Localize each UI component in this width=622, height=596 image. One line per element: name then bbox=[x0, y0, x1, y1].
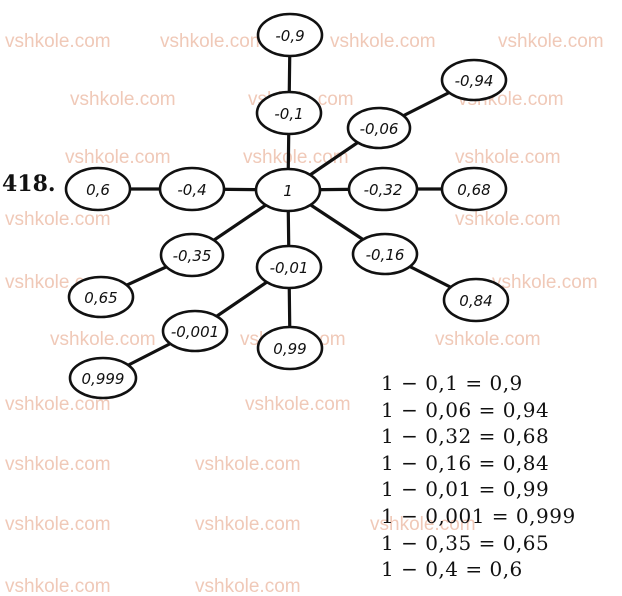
equation-line: 1 − 0,06 = 0,94 bbox=[381, 397, 550, 422]
node-up-right-result-shape bbox=[440, 58, 508, 102]
node-down-left-a-subtract-shape bbox=[161, 309, 229, 353]
node-down-left-result-label: 0,65 bbox=[84, 289, 117, 307]
node-up-result-shape bbox=[256, 12, 324, 58]
node-down-result: 0,99 bbox=[256, 325, 324, 371]
watermark-text: vshkole.com bbox=[5, 514, 111, 535]
watermark-text: vshkole.com bbox=[65, 147, 171, 168]
equation-line: 1 − 0,001 = 0,999 bbox=[381, 503, 576, 528]
node-left-subtract-shape bbox=[158, 166, 226, 212]
watermark-text: vshkole.com bbox=[498, 31, 604, 52]
watermark-text: vshkole.com bbox=[195, 454, 301, 475]
watermark-text: vshkole.com bbox=[455, 147, 561, 168]
node-right-result-label: 0,68 bbox=[457, 181, 490, 199]
node-down-left-a-subtract: -0,001 bbox=[161, 309, 229, 353]
watermark-text: vshkole.com bbox=[160, 31, 266, 52]
node-down-left-a-subtract-label: -0,001 bbox=[171, 323, 219, 341]
node-up-subtract-label: -0,1 bbox=[274, 105, 303, 123]
node-up-right-subtract-label: -0,06 bbox=[360, 120, 399, 138]
equation-line: 1 − 0,1 = 0,9 bbox=[381, 371, 523, 395]
node-down-left-subtract: -0,35 bbox=[159, 232, 225, 278]
node-down-right-result: 0,84 bbox=[442, 277, 510, 323]
watermark-text: vshkole.com bbox=[5, 209, 111, 230]
node-left-subtract: -0,4 bbox=[158, 166, 226, 212]
equation-line: 1 − 0,16 = 0,84 bbox=[381, 450, 550, 475]
node-up-result-label: -0,9 bbox=[275, 27, 304, 45]
watermark-text: vshkole.com bbox=[5, 394, 111, 415]
watermark-text: vshkole.com bbox=[435, 329, 541, 350]
node-up-subtract: -0,1 bbox=[255, 90, 323, 136]
node-right-subtract-shape bbox=[347, 166, 419, 212]
node-center: 1 bbox=[254, 167, 322, 213]
node-up-right-subtract-shape bbox=[346, 106, 412, 150]
node-up-result: -0,9 bbox=[256, 12, 324, 58]
node-down-right-result-label: 0,84 bbox=[459, 292, 492, 310]
node-down-subtract-shape bbox=[255, 244, 323, 290]
node-down-left-a-result-label: 0,999 bbox=[82, 370, 125, 388]
node-down-left-result-shape bbox=[67, 275, 135, 319]
node-up-right-result-label: -0,94 bbox=[455, 72, 494, 90]
watermark-text: vshkole.com bbox=[330, 31, 436, 52]
node-up-right-result: -0,94 bbox=[440, 58, 508, 102]
node-left-result-shape bbox=[64, 166, 132, 212]
watermark-text: vshkole.com bbox=[455, 209, 561, 230]
node-up-subtract-shape bbox=[255, 90, 323, 136]
node-right-subtract: -0,32 bbox=[347, 166, 419, 212]
equation-line: 1 − 0,01 = 0,99 bbox=[381, 477, 550, 502]
watermark-text: vshkole.com bbox=[5, 31, 111, 52]
task-number: 418. bbox=[2, 171, 56, 197]
watermark-text: vshkole.com bbox=[195, 514, 301, 535]
equation-line: 1 − 0,35 = 0,65 bbox=[381, 530, 550, 555]
node-right-subtract-label: -0,32 bbox=[364, 181, 403, 199]
node-center-label: 1 bbox=[283, 182, 293, 200]
equation-line: 1 − 0,4 = 0,6 bbox=[381, 557, 523, 582]
node-down-left-subtract-label: -0,35 bbox=[173, 247, 212, 265]
watermark-text: vshkole.com bbox=[370, 514, 476, 535]
node-down-right-subtract-shape bbox=[351, 232, 419, 276]
watermark-text: vshkole.com bbox=[5, 576, 111, 596]
watermark-text: vshkole.com bbox=[492, 272, 598, 293]
node-right-result: 0,68 bbox=[440, 166, 508, 212]
equation-line: 1 − 0,32 = 0,68 bbox=[381, 424, 550, 449]
watermark-text: vshkole.com bbox=[243, 147, 349, 168]
diagram-nodes: -0,1 -0,9 -0,06 -0,94 -0,32 0,68 -0,16 0,84 -0,0… bbox=[64, 12, 510, 400]
node-down-left-subtract-shape bbox=[159, 232, 225, 278]
node-left-result-label: 0,6 bbox=[86, 181, 110, 199]
watermark-text: vshkole.com bbox=[245, 394, 351, 415]
watermark-layer: vshkole.com vshkole.com vshkole.com vshkole… bbox=[5, 31, 604, 596]
node-down-left-result: 0,65 bbox=[67, 275, 135, 319]
watermark-text: vshkole.com bbox=[5, 454, 111, 475]
node-down-result-label: 0,99 bbox=[273, 340, 306, 358]
node-down-left-a-result: 0,999 bbox=[68, 356, 138, 400]
node-down-result-shape bbox=[256, 325, 324, 371]
node-down-right-result-shape bbox=[442, 277, 510, 323]
node-left-result: 0,6 bbox=[64, 166, 132, 212]
node-right-result-shape bbox=[440, 166, 508, 212]
watermark-text: vshkole.com bbox=[70, 89, 176, 110]
watermark-text: vshkole.com bbox=[50, 329, 156, 350]
node-center-shape bbox=[254, 167, 322, 213]
node-left-subtract-label: -0,4 bbox=[177, 181, 206, 199]
node-down-right-subtract: -0,16 bbox=[351, 232, 419, 276]
node-down-subtract-label: -0,01 bbox=[270, 259, 309, 277]
node-up-right-subtract: -0,06 bbox=[346, 106, 412, 150]
node-down-left-a-result-shape bbox=[68, 356, 138, 400]
node-down-subtract: -0,01 bbox=[255, 244, 323, 290]
watermark-text: vshkole.com bbox=[195, 576, 301, 596]
equation-list: 1 − 0,1 = 0,9 1 − 0,06 = 0,94 1 − 0,32 =… bbox=[381, 370, 576, 583]
node-down-right-subtract-label: -0,16 bbox=[366, 246, 405, 264]
